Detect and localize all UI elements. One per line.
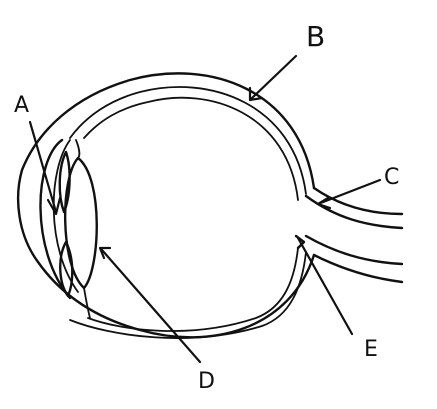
choroid: [70, 87, 306, 338]
arrow-d-shaft: [102, 250, 200, 362]
label-d: D: [198, 369, 215, 394]
optic-nerve-lower-inner: [306, 236, 402, 264]
label-b: B: [306, 20, 325, 53]
label-e: E: [364, 337, 378, 362]
retina: [84, 98, 298, 331]
arrow-b-shaft: [252, 56, 296, 98]
arrow-c-shaft: [318, 180, 380, 204]
label-a: A: [14, 93, 29, 118]
optic-nerve-lower: [314, 255, 402, 282]
label-c: C: [384, 165, 399, 190]
lens: [65, 158, 97, 288]
optic-nerve-upper-inner: [306, 196, 402, 228]
